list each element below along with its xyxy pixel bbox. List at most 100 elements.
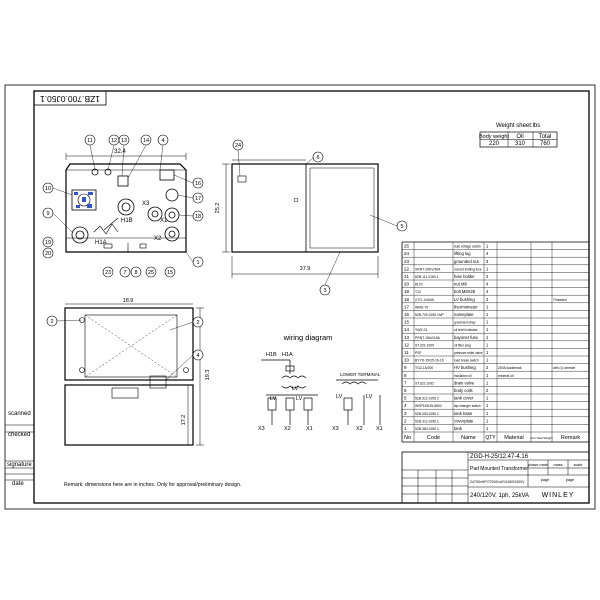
weight-header-oil: Oil (516, 134, 523, 140)
label-x3: X3 (142, 201, 150, 207)
drawing-number-box: 1ZB.700.0J50.1 (33, 90, 107, 106)
callout-17: 17 (192, 192, 204, 204)
bom-header-no: No (404, 435, 411, 441)
svg-text:20: 20 (45, 251, 51, 257)
title-model: ZGD-H-25/12.47-4.16 (470, 454, 529, 460)
title-block-text: ZGD-H-25/12.47-4.16 Pad Mounted Transfor… (470, 454, 582, 499)
outer-border (4, 84, 596, 510)
bom-row-code: TGZ-15/200 (415, 366, 433, 370)
title-col-mass: mass (553, 463, 562, 467)
callout-3: 3 (319, 284, 331, 296)
bom-row-no: 10 (404, 358, 410, 363)
bom-row-code: 5ZB.384.0J50.1 (415, 427, 439, 431)
bom-header-material: Material (504, 435, 524, 441)
svg-text:19: 19 (45, 240, 51, 246)
svg-text:2: 2 (196, 320, 199, 326)
lv-bushing-x2 (164, 226, 180, 242)
wiring-h1b: H1B (266, 352, 277, 358)
bom-row-code: 8170 (415, 283, 423, 287)
bom-row-code: 5ZB.312.0J50.2 (415, 397, 439, 401)
drawing-number: 1ZB.700.0J50.1 (40, 94, 100, 104)
wiring-title: wiring diagram (283, 333, 333, 342)
bom-row-qty: 1 (486, 312, 489, 317)
callout-11: 11 (84, 134, 96, 146)
bom-row-no: 17 (404, 304, 410, 309)
callout-15: 15 (164, 266, 176, 278)
side-view (222, 159, 379, 278)
svg-text:5: 5 (400, 224, 403, 230)
bom-row-qty: 2 (486, 388, 489, 393)
bom-row-name: drain valve (454, 380, 475, 385)
svg-text:10: 10 (45, 186, 51, 192)
callout-4-top: 4 (192, 349, 204, 361)
callout-4: 4 (157, 134, 169, 146)
svg-text:1: 1 (196, 260, 199, 266)
leader-lines (52, 144, 398, 381)
callout-20: 20 (42, 247, 54, 259)
strip-checked: checked (8, 432, 30, 438)
front-view (65, 153, 187, 253)
bom-row-name: grounded strap (454, 321, 476, 325)
svg-text:8: 8 (134, 270, 137, 276)
bom-row-name: current limiting fuse (454, 267, 482, 271)
bom-header-name: Name (461, 435, 476, 441)
callout-2-top: 2 (46, 315, 58, 327)
callout-9: 9 (42, 207, 54, 219)
svg-text:6: 6 (316, 155, 319, 161)
wiring-h1a: H1A (282, 352, 293, 358)
bom-row-name: insulation oil (454, 374, 472, 378)
front-view-labels: 32.4 H1B H1A X1 X2 X3 (95, 149, 168, 246)
bom-row-name: pressure relief valve (454, 351, 483, 355)
wiring-lv-2: LV (296, 396, 303, 402)
svg-text:23: 23 (105, 270, 111, 276)
bom-row-name: nut M8 (454, 282, 467, 287)
title-col-page-1: page (541, 478, 549, 482)
title-spec: 240/120V, 1ph, 25kVA (470, 493, 529, 499)
strip-scanned: scanned (8, 411, 31, 417)
weight-header-total: Total (539, 134, 552, 140)
wiring-lv-left: LV (336, 394, 343, 400)
bom-row-qty: 1 (486, 373, 489, 378)
bom-header-weight: Unit Total Weight (530, 436, 553, 440)
bom-row-no: 18 (404, 297, 410, 302)
hv-bushing-h1a (71, 226, 89, 244)
bom-row-name: LV bushing (454, 297, 475, 302)
svg-text:11: 11 (87, 138, 93, 144)
bom-row-code: PSF (415, 351, 422, 355)
bom-row-code: T12 (415, 290, 421, 294)
wiring-labels: wiring diagram H1B H1A LOWER TERMINAL LV… (258, 333, 383, 432)
bom-row-qty: 1 (486, 418, 489, 423)
remark-text: Remark: dimensions here are in inches. O… (64, 482, 241, 488)
callouts: 11 12 13 14 4 10 9 19 20 16 17 18 1 23 7… (42, 134, 408, 361)
wiring-x2b: X2 (356, 426, 363, 432)
bom-row-code: 5ZB.312.0J50.1 (415, 419, 439, 423)
bom-row-name: dual voltage switch (454, 245, 481, 249)
svg-text:4: 4 (161, 138, 164, 144)
bom-row-qty: 1 (486, 426, 489, 431)
bom-row-code: 5ZB.700.0J50.1NP (415, 313, 444, 317)
bom-row-no: 3 (404, 411, 407, 416)
bom-row-qty: 1 (486, 342, 489, 347)
bom-row-name: lifting lug (454, 251, 471, 256)
bom-row-remark: Threaded (553, 298, 567, 302)
bom-row-name: body coils (454, 388, 473, 393)
callout-25: 25 (145, 266, 157, 278)
bom-row-no: 6 (404, 388, 407, 393)
callout-14: 14 (140, 134, 152, 146)
bom-row-no: 7 (404, 380, 407, 385)
bom-row-code: 5ZB.053.0J50.1 (415, 412, 439, 416)
bom-row-material: mineral oil (498, 374, 514, 378)
bom-row-name: tank (454, 426, 463, 431)
callout-6: 6 (312, 151, 324, 163)
strip-signature: signature (7, 462, 32, 468)
title-col-page-2: page (566, 478, 574, 482)
bom-row-no: 22 (404, 266, 410, 271)
dim-side-height: 25.2 (215, 203, 221, 214)
callout-10: 10 (42, 182, 54, 194)
top-view-labels: 18.9 19.3 17.2 (123, 298, 211, 425)
dim-side-width: 37.9 (300, 266, 311, 272)
bom-row-code: PRNT-15kV/15A (415, 336, 441, 340)
bom-row-no: 4 (404, 403, 407, 408)
